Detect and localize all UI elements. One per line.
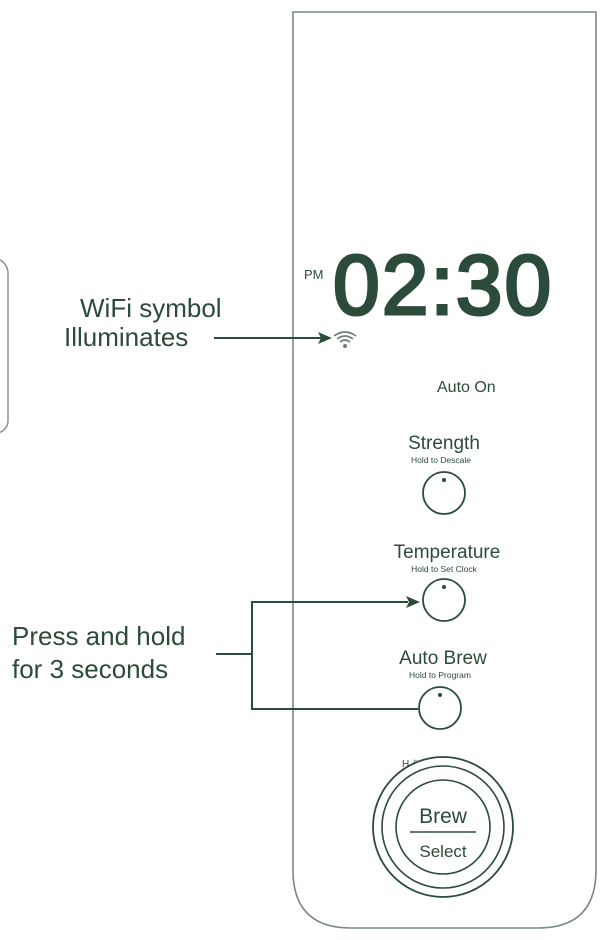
control-panel [292, 11, 597, 929]
auto-brew-sublabel: Hold to Program [409, 670, 471, 680]
wifi-arrow-head [318, 332, 332, 344]
temperature-button[interactable] [422, 578, 466, 622]
press-arrow-head [406, 596, 420, 608]
auto-on-label: Auto On [437, 379, 496, 396]
wifi-callout-line2: Illuminates [64, 322, 188, 352]
clock-display: 02:30 [333, 238, 553, 332]
auto-brew-label: Auto Brew [399, 648, 487, 669]
temperature-label: Temperature [394, 542, 501, 563]
strength-label: Strength [408, 433, 480, 454]
adjacent-panel-edge [0, 259, 9, 434]
brew-dial-top-label: Brew [419, 805, 468, 828]
strength-sublabel: Hold to Descale [411, 455, 471, 465]
brew-select-dial[interactable] [372, 756, 514, 898]
press-callout-line1: Press and hold [12, 621, 185, 651]
pm-indicator: PM [304, 267, 324, 282]
temperature-sublabel: Hold to Set Clock [411, 564, 477, 574]
press-callout-line2: for 3 seconds [12, 654, 168, 684]
auto-brew-button[interactable] [418, 686, 462, 730]
press-bracket-upper [216, 601, 408, 655]
brew-dial-bottom-label: Select [419, 842, 467, 861]
wifi-icon [333, 331, 357, 348]
wifi-callout-line1: WiFi symbol [80, 293, 222, 323]
strength-button[interactable] [422, 471, 466, 515]
press-bracket-lower [251, 654, 418, 710]
